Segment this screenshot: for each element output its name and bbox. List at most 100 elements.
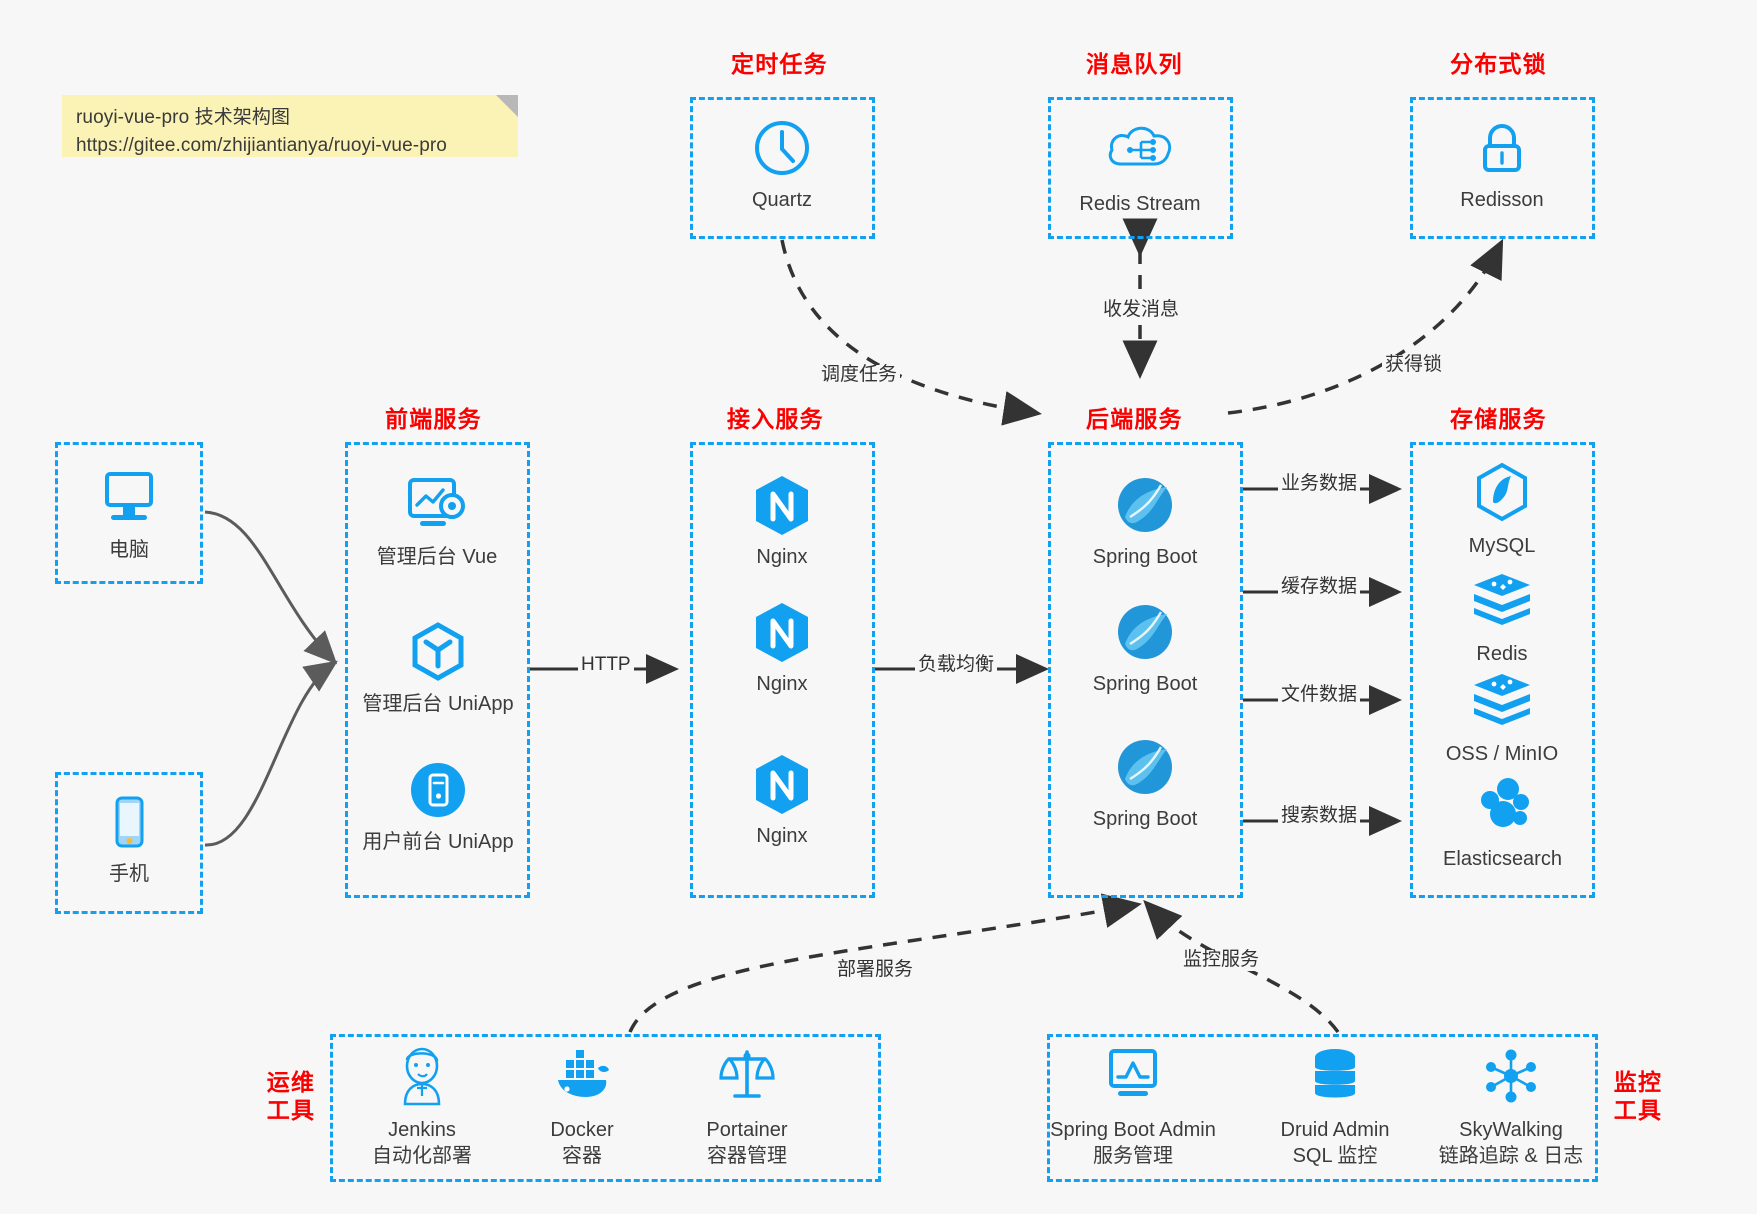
group-box-devops	[330, 1034, 881, 1182]
node-label: Quartz	[751, 189, 813, 211]
group-box-mq	[1048, 97, 1233, 239]
group-title-lock: 分布式锁	[1450, 51, 1547, 77]
node-admin-uniapp[interactable]: 管理后台 UniApp	[349, 620, 527, 717]
jenkins-icon	[340, 1046, 504, 1110]
note-fold-corner	[496, 95, 518, 117]
node-phone[interactable]: 手机	[47, 790, 211, 887]
node-pc[interactable]: 电脑	[47, 466, 211, 563]
edge-label-acquire-lock: 获得锁	[1382, 354, 1446, 376]
network-node-icon	[1406, 1046, 1616, 1110]
node-redis[interactable]: Redis	[1420, 570, 1584, 667]
group-box-pc	[55, 442, 203, 584]
sticky-note: ruoyi-vue-pro 技术架构图 https://gitee.com/zh…	[62, 95, 518, 157]
node-label: SkyWalking	[1459, 1119, 1563, 1141]
node-elasticsearch[interactable]: Elasticsearch	[1415, 775, 1590, 872]
group-title-backend: 后端服务	[1086, 406, 1183, 432]
node-label: Druid Admin	[1280, 1119, 1390, 1141]
group-title-monitor: 监控 工具	[1607, 1068, 1669, 1124]
node-docker[interactable]: Docker 容器	[500, 1046, 664, 1169]
node-portainer[interactable]: Portainer 容器管理	[665, 1046, 829, 1169]
group-title-devops-line2: 工具	[266, 1097, 316, 1124]
node-sublabel: 链路追踪 & 日志	[1438, 1145, 1584, 1167]
node-label: 管理后台 UniApp	[362, 693, 514, 715]
node-user-uniapp[interactable]: 用户前台 UniApp	[349, 758, 527, 855]
node-nginx-1[interactable]: Nginx	[700, 473, 864, 570]
node-spring-boot-admin[interactable]: Spring Boot Admin 服务管理	[1028, 1046, 1238, 1169]
cloud-stream-icon	[1058, 120, 1222, 184]
edge-label-business-data: 业务数据	[1278, 473, 1361, 495]
edge-label-search-data: 搜索数据	[1278, 805, 1361, 827]
node-nginx-3[interactable]: Nginx	[700, 752, 864, 849]
edge-label-load-balance: 负载均衡	[915, 654, 998, 676]
node-admin-vue[interactable]: 管理后台 Vue	[355, 473, 519, 570]
nginx-icon	[700, 473, 864, 537]
monitor-chart-icon	[1028, 1046, 1238, 1110]
group-box-monitor	[1047, 1034, 1598, 1182]
clock-icon	[700, 116, 864, 180]
node-label: MySQL	[1468, 535, 1536, 557]
group-box-frontend	[345, 442, 530, 898]
app-icon	[349, 758, 527, 822]
docker-icon	[500, 1046, 664, 1110]
node-label: 管理后台 Vue	[376, 546, 498, 568]
nginx-icon	[700, 752, 864, 816]
group-title-scheduler: 定时任务	[731, 51, 828, 77]
group-box-phone	[55, 772, 203, 914]
dashboard-icon	[355, 473, 519, 537]
group-title-monitor-line2: 工具	[1613, 1097, 1663, 1124]
node-label: Redis	[1476, 643, 1528, 665]
node-nginx-2[interactable]: Nginx	[700, 600, 864, 697]
group-title-gateway: 接入服务	[727, 406, 824, 432]
group-title-frontend: 前端服务	[385, 406, 482, 432]
node-label: Elasticsearch	[1443, 848, 1562, 870]
group-title-devops-line1: 运维	[266, 1069, 316, 1095]
group-box-lock	[1410, 97, 1595, 239]
node-label: Portainer	[706, 1119, 788, 1141]
spring-icon	[1063, 735, 1227, 799]
uniapp-icon	[349, 620, 527, 684]
node-label: 用户前台 UniApp	[362, 831, 514, 853]
note-line-1: ruoyi-vue-pro 技术架构图	[76, 107, 291, 128]
node-label: 电脑	[109, 539, 149, 561]
node-springboot-1[interactable]: Spring Boot	[1063, 473, 1227, 570]
edge-label-cache-data: 缓存数据	[1278, 576, 1361, 598]
node-redis-stream[interactable]: Redis Stream	[1058, 120, 1222, 217]
node-label: OSS / MinIO	[1445, 743, 1559, 765]
group-box-backend	[1048, 442, 1243, 898]
node-label: Nginx	[756, 546, 808, 568]
database-icon	[1230, 1046, 1440, 1110]
node-label: Redis Stream	[1079, 193, 1201, 215]
note-line-2: https://gitee.com/zhijiantianya/ruoyi-vu…	[76, 135, 447, 157]
node-label: Nginx	[756, 825, 808, 847]
elasticsearch-icon	[1415, 775, 1590, 839]
node-skywalking[interactable]: SkyWalking 链路追踪 & 日志	[1406, 1046, 1616, 1169]
node-sublabel: 容器管理	[707, 1145, 787, 1167]
group-box-gateway	[690, 442, 875, 898]
node-druid-admin[interactable]: Druid Admin SQL 监控	[1230, 1046, 1440, 1169]
node-oss-minio[interactable]: OSS / MinIO	[1420, 670, 1584, 767]
node-label: Spring Boot	[1092, 546, 1198, 568]
node-springboot-2[interactable]: Spring Boot	[1063, 600, 1227, 697]
edge-label-send-receive-message: 收发消息	[1100, 299, 1183, 321]
spring-icon	[1063, 473, 1227, 537]
node-jenkins[interactable]: Jenkins 自动化部署	[340, 1046, 504, 1169]
edge-label-deploy-service: 部署服务	[834, 959, 917, 981]
group-box-scheduler	[690, 97, 875, 239]
node-mysql[interactable]: MySQL	[1420, 462, 1584, 559]
redis-icon	[1420, 570, 1584, 634]
node-label: Redisson	[1460, 189, 1544, 211]
node-quartz[interactable]: Quartz	[700, 116, 864, 213]
scales-icon	[665, 1046, 829, 1110]
spring-icon	[1063, 600, 1227, 664]
edge-label-schedule-task: 调度任务	[818, 364, 901, 386]
node-sublabel: 服务管理	[1093, 1145, 1173, 1167]
group-title-mq: 消息队列	[1086, 51, 1183, 77]
node-label: 手机	[109, 863, 149, 885]
node-sublabel: 容器	[562, 1145, 602, 1167]
node-label: Jenkins	[388, 1119, 456, 1141]
node-sublabel: SQL 监控	[1292, 1145, 1378, 1167]
node-redisson[interactable]: Redisson	[1420, 116, 1584, 213]
edge-label-http: HTTP	[578, 654, 634, 676]
node-springboot-3[interactable]: Spring Boot	[1063, 735, 1227, 832]
